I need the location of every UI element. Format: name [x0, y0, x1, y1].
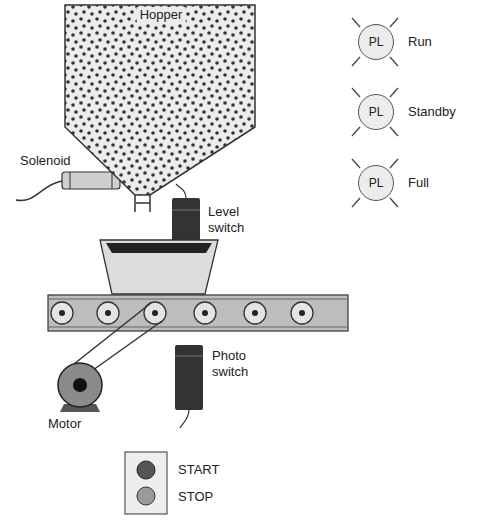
lamp-symbol: PL [358, 94, 394, 130]
pilot-light: PL Run [358, 24, 434, 60]
part-name: Motor [48, 416, 81, 432]
light-rays [352, 18, 398, 207]
part-name: Level switch [208, 204, 260, 235]
bin [100, 240, 218, 294]
button-label: START [178, 462, 219, 478]
button-panel [125, 452, 167, 514]
hopper-label: Hopper [137, 7, 186, 23]
photo-switch [175, 345, 203, 428]
lamp-label: Run [408, 34, 432, 50]
part-name: Photo switch [212, 348, 264, 379]
conveyor [48, 295, 348, 331]
pilot-light: PL Standby [358, 94, 458, 130]
lamp-label: Standby [408, 104, 456, 120]
lamp-symbol: PL [358, 24, 394, 60]
lamp-symbol: PL [358, 165, 394, 201]
lamp-label: Full [408, 175, 429, 191]
pilot-light: PL Full [358, 165, 431, 201]
motor [58, 303, 162, 412]
hopper-outline [62, 2, 260, 214]
part-name: Solenoid [20, 153, 71, 169]
hopper: Hopper [62, 2, 260, 214]
button-label: STOP [178, 489, 213, 505]
